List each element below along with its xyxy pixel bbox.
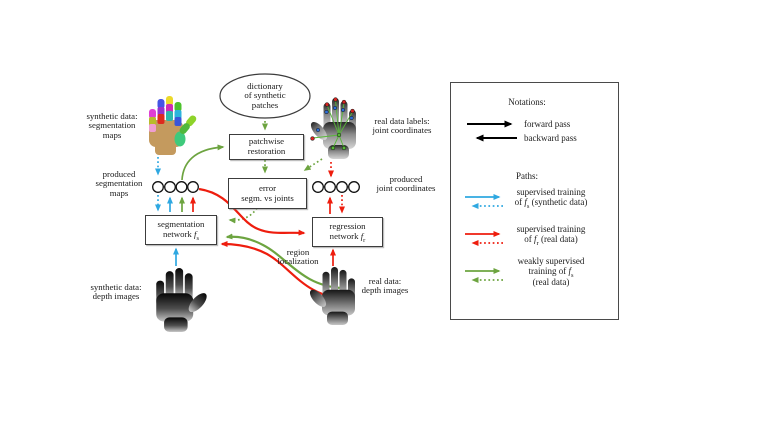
- forward-pass-arrow: [467, 120, 513, 128]
- label-region-localization: region localization: [277, 247, 319, 267]
- node-line: segmentation: [157, 219, 205, 230]
- green-path-label: weakly supervised training of fs (real d…: [517, 256, 585, 287]
- red-path-label: supervised training of fr (real data): [516, 224, 586, 248]
- dictionary-label: dictionary of synthetic patches: [244, 81, 286, 110]
- dictionary-ellipse: [219, 73, 311, 119]
- legend-box: Notations: forward pass backward pass Pa…: [450, 82, 619, 320]
- arrow-circles-to-patchwise: [181, 144, 225, 181]
- label-real-data-labels: real data labels: joint coordinates: [372, 116, 432, 136]
- blue-path-legend-arrows: [465, 194, 503, 209]
- backward-pass-arrow: [475, 134, 517, 142]
- label-real-depth: real data: depth images: [361, 276, 409, 296]
- node-line: segm. vs joints: [241, 192, 294, 203]
- node-segmentation-network: segmentation network fs: [145, 215, 217, 245]
- label-produced-joints: produced joint coordinates: [376, 174, 436, 194]
- forward-pass-label: forward pass: [524, 119, 571, 129]
- produced-joint-circles: [312, 181, 360, 193]
- produced-seg-circles: [152, 181, 199, 193]
- node-error-segm-vs-joints: error segm. vs joints: [228, 178, 307, 209]
- node-line: regression: [329, 221, 366, 232]
- node-line: network fs: [162, 229, 199, 242]
- node-patchwise-restoration: patchwise restoration: [229, 134, 304, 160]
- arrow-reallabels-to-error: [303, 158, 323, 171]
- label-synthetic-depth: synthetic data: depth images: [90, 282, 142, 302]
- legend-notations-title: Notations:: [508, 97, 546, 107]
- label-produced-segmentation: produced segmentation maps: [95, 169, 143, 198]
- real-depth-hand: [307, 267, 355, 325]
- node-line: patchwise: [248, 136, 285, 147]
- node-line: error: [258, 182, 277, 193]
- red-path-legend-arrows: [465, 231, 503, 246]
- backward-pass-label: backward pass: [524, 133, 577, 143]
- green-path-legend-arrows: [465, 268, 503, 283]
- arrow-circles-to-regnet-curve: [198, 187, 306, 236]
- legend-paths-title: Paths:: [515, 171, 538, 181]
- label-synthetic-segmentation: synthetic data: segmentation maps: [86, 111, 138, 140]
- arrow-realdepth-to-segnet-green: [225, 233, 343, 290]
- node-regression-network: regression network fr: [312, 217, 383, 247]
- red-path-arrows: [190, 162, 349, 300]
- blue-path-arrows: [155, 157, 179, 266]
- node-line: restoration: [247, 146, 286, 156]
- blue-path-label: supervised training of fs (synthetic dat…: [514, 187, 588, 211]
- arrow-realdepth-to-segnet-red: [220, 241, 349, 300]
- joint-labels-hand: [308, 97, 356, 159]
- green-path-arrows: [179, 121, 343, 290]
- segmentation-hand: [149, 96, 197, 155]
- node-line: network fr: [329, 231, 366, 244]
- joint-dots: [310, 97, 355, 151]
- synthetic-depth-hand: [156, 268, 210, 333]
